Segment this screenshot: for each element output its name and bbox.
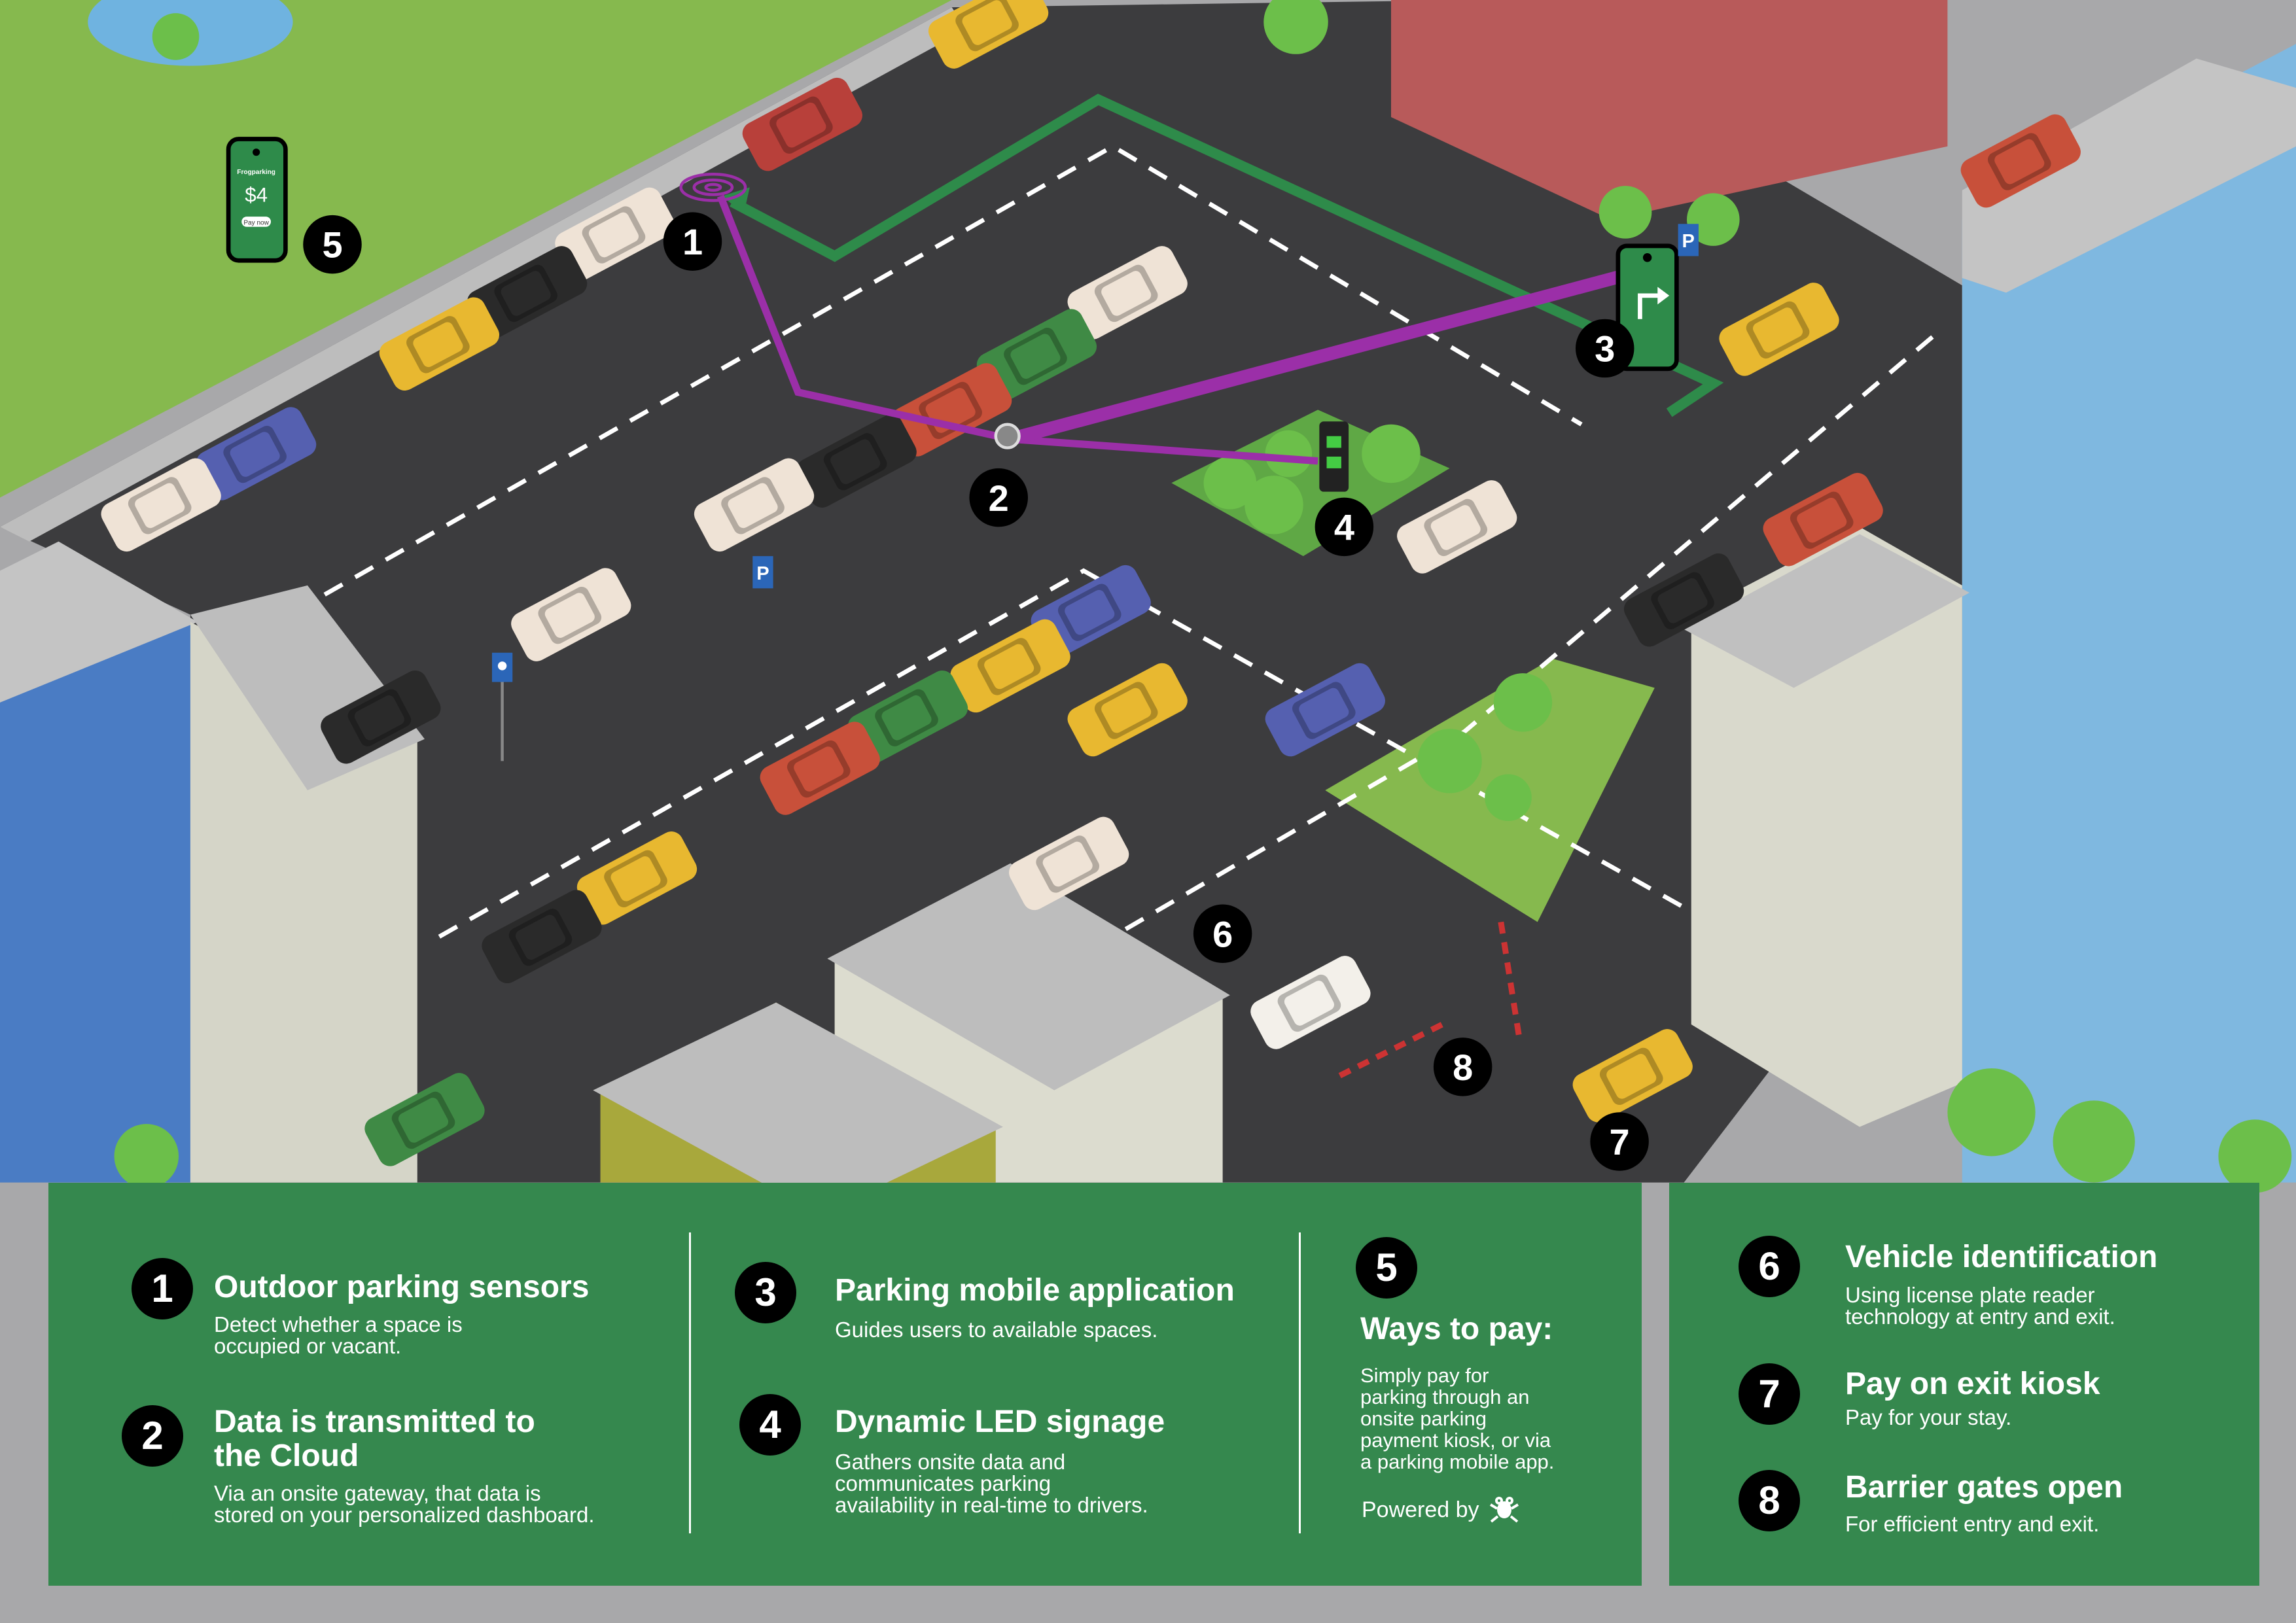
car [1265, 663, 1385, 757]
buildings [0, 0, 2296, 1215]
payment-phone: Frogparking $4 Pay now [226, 137, 288, 263]
car [976, 309, 1097, 402]
step-badge-6: 6 [1739, 1236, 1800, 1297]
legend-panel-right: 6 Vehicle identification Using license p… [1669, 1183, 2259, 1586]
gateway-icon [994, 423, 1021, 449]
car [576, 831, 698, 925]
step-badge-5: 5 [1356, 1237, 1417, 1299]
car [928, 0, 1049, 69]
car [321, 670, 441, 764]
car [555, 187, 675, 281]
scene-marker-8: 8 [1433, 1038, 1492, 1096]
step-desc-4: Gathers onsite data and communicates par… [835, 1450, 1148, 1517]
car [1572, 1029, 1693, 1123]
step-badge-7: 7 [1739, 1363, 1800, 1425]
step-title-5: Ways to pay: [1360, 1312, 1553, 1346]
step-desc-5: Simply pay for parking through an onsite… [1360, 1364, 1555, 1473]
step-desc-3: Guides users to available spaces. [835, 1318, 1158, 1342]
car [196, 407, 317, 500]
park-grass [0, 0, 952, 498]
pay-now-button: Pay now [243, 219, 269, 226]
car [1623, 553, 1744, 647]
step-desc-2: Via an onsite gateway, that data is stor… [214, 1481, 595, 1527]
car [482, 890, 602, 984]
step-desc-6: Using license plate reader technology at… [1845, 1283, 2115, 1329]
sidewalk [0, 7, 967, 542]
step-title-4: Dynamic LED signage [835, 1405, 1165, 1439]
scene-marker-6: 6 [1193, 904, 1252, 964]
step-title-2: Data is transmitted to the Cloud [214, 1405, 535, 1473]
car [467, 246, 588, 340]
step-title-8: Barrier gates open [1845, 1470, 2123, 1505]
car [379, 297, 500, 391]
svg-text:P: P [1682, 231, 1695, 252]
step-badge-1: 1 [132, 1258, 193, 1319]
svg-text:Frogparking: Frogparking [237, 169, 275, 176]
step-desc-7: Pay for your stay. [1845, 1405, 2012, 1429]
legend-panel-left: 1 Outdoor parking sensors Detect whether… [48, 1183, 1642, 1586]
scene-marker-7: 7 [1590, 1112, 1649, 1171]
divider [689, 1232, 691, 1533]
parking-sign: P P [752, 224, 1699, 589]
car [1031, 565, 1151, 659]
car [1250, 956, 1371, 1049]
powered-by: Powered by [1362, 1495, 1520, 1524]
car [760, 722, 880, 815]
signal-path-to-app [1008, 268, 1627, 445]
svg-text:3: 3 [1595, 328, 1615, 370]
step-badge-4: 4 [739, 1394, 801, 1456]
mobile-app-sign [1616, 243, 1679, 372]
divider [1299, 1232, 1301, 1533]
frog-logo-icon [1489, 1497, 1519, 1523]
car [694, 458, 815, 552]
parked-cars [101, 0, 2081, 1166]
scene-marker-4: 4 [1315, 497, 1374, 557]
route-guidance-path [730, 94, 1724, 417]
step-title-7: Pay on exit kiosk [1845, 1367, 2100, 1401]
car [364, 1073, 485, 1166]
car [1397, 480, 1517, 574]
car [742, 77, 862, 171]
svg-text:6: 6 [1212, 913, 1233, 954]
scene-marker-3: 3 [1575, 319, 1634, 378]
svg-text:2: 2 [989, 478, 1009, 519]
step-desc-8: For efficient entry and exit. [1845, 1512, 2100, 1536]
step-title-3: Parking mobile application [835, 1273, 1235, 1308]
car [1763, 472, 1883, 567]
car [101, 458, 221, 552]
svg-text:P: P [756, 563, 769, 584]
accessible-parking-sign-icon [491, 652, 513, 761]
step-title-6: Vehicle identification [1845, 1240, 2158, 1274]
svg-text:7: 7 [1610, 1121, 1630, 1162]
scene-marker-2: 2 [969, 468, 1028, 527]
svg-text:5: 5 [322, 224, 342, 266]
car [511, 568, 631, 661]
step-badge-2: 2 [122, 1405, 183, 1467]
car [847, 670, 968, 764]
scene-marker-5: 5 [303, 215, 362, 274]
powered-by-label: Powered by [1362, 1497, 1479, 1522]
svg-text:4: 4 [1334, 507, 1354, 548]
step-desc-1: Detect whether a space is occupied or va… [214, 1312, 463, 1358]
car [796, 414, 917, 508]
scene-marker-1: 1 [663, 212, 722, 271]
step-title-1: Outdoor parking sensors [214, 1270, 590, 1304]
price: $4 [245, 184, 268, 207]
car [1719, 283, 1839, 376]
led-sign-icon [1319, 421, 1349, 492]
car [1067, 246, 1188, 340]
step-badge-8: 8 [1739, 1470, 1800, 1531]
bushes [114, 0, 2292, 1193]
signal-path-sensor-to-sign [716, 194, 1318, 465]
car [1960, 114, 2081, 208]
svg-text:8: 8 [1453, 1047, 1473, 1088]
sensor-icon [679, 172, 747, 202]
car [950, 619, 1070, 713]
car [1067, 663, 1188, 757]
scene-markers: 1 2 3 4 5 6 7 8 [303, 212, 1649, 1171]
turn-right-arrow-icon [1638, 293, 1661, 319]
step-badge-3: 3 [735, 1262, 796, 1323]
car [1009, 816, 1129, 911]
svg-text:1: 1 [682, 221, 703, 262]
